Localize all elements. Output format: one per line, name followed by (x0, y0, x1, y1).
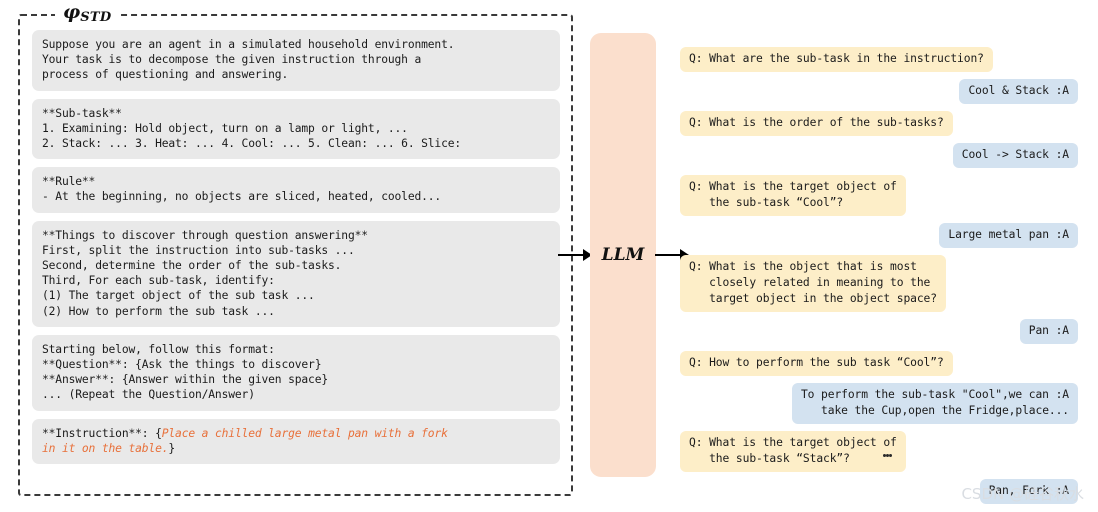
prompt-box-role: Suppose you are an agent in a simulated … (32, 30, 560, 91)
prompt-box-things-to-discover: **Things to discover through question an… (32, 220, 560, 327)
prompt-panel-label: φSTD (55, 1, 120, 25)
question-bubble: Q: What is the target object of the sub-… (680, 175, 906, 216)
answer-bubble: To perform the sub-task "Cool",we can :A… (791, 383, 1078, 424)
arrow-prompt-to-llm-icon (558, 249, 592, 261)
answer-bubble: Large metal pan :A (939, 223, 1078, 248)
llm-label: LLM (601, 245, 645, 265)
question-bubble: Q: What is the object that is most close… (680, 255, 946, 312)
qa-column: Q: What are the sub-task in the instruct… (680, 47, 1078, 511)
prompt-box-rule: **Rule** - At the beginning, no objects … (32, 167, 560, 213)
qa-row: Large metal pan :A (680, 223, 1078, 248)
prompt-box-sub-task: **Sub-task** 1. Examining: Hold object, … (32, 98, 560, 160)
qa-row: Q: What are the sub-task in the instruct… (680, 47, 1078, 72)
qa-row: Q: What is the order of the sub-tasks? (680, 111, 1078, 136)
qa-row: Pan, Fork :A (680, 479, 1078, 504)
qa-row: Q: What is the target object of the sub-… (680, 175, 1078, 216)
qa-row: Pan :A (680, 319, 1078, 344)
watermark: CSDN @硅谷秋水 (961, 485, 1084, 503)
qa-row: Q: What is the target object of the sub-… (680, 431, 1078, 472)
question-bubble: Q: What are the sub-task in the instruct… (680, 47, 993, 72)
question-bubble: Q: What is the target object of the sub-… (680, 431, 906, 472)
qa-row: Q: How to perform the sub task “Cool”? (680, 351, 1078, 376)
instruction-prefix: **Instruction**: { (42, 426, 162, 440)
answer-bubble: Cool -> Stack :A (952, 143, 1078, 168)
question-bubble: Q: How to perform the sub task “Cool”? (680, 351, 953, 376)
qa-row: Q: What is the object that is most close… (680, 255, 1078, 312)
qa-row: Cool & Stack :A (680, 79, 1078, 104)
answer-bubble: Pan, Fork :A (979, 479, 1078, 504)
phi-symbol: φ (63, 1, 81, 23)
instruction-highlight-text: Place a chilled large metal pan with a f… (42, 426, 448, 455)
answer-bubble: Cool & Stack :A (959, 79, 1078, 104)
prompt-box-instruction: **Instruction**: {Place a chilled large … (32, 418, 560, 465)
qa-row: Cool -> Stack :A (680, 143, 1078, 168)
phi-subscript: STD (80, 10, 112, 25)
prompt-block-list: Suppose you are an agent in a simulated … (32, 30, 560, 465)
llm-block (590, 33, 656, 477)
question-bubble: Q: What is the order of the sub-tasks? (680, 111, 953, 136)
qa-row: To perform the sub-task "Cool",we can :A… (680, 383, 1078, 424)
instruction-suffix: } (168, 441, 176, 455)
answer-bubble: Pan :A (1019, 319, 1078, 344)
vertical-ellipsis-icon (883, 452, 892, 459)
prompt-box-format: Starting below, follow this format: **Qu… (32, 334, 560, 411)
